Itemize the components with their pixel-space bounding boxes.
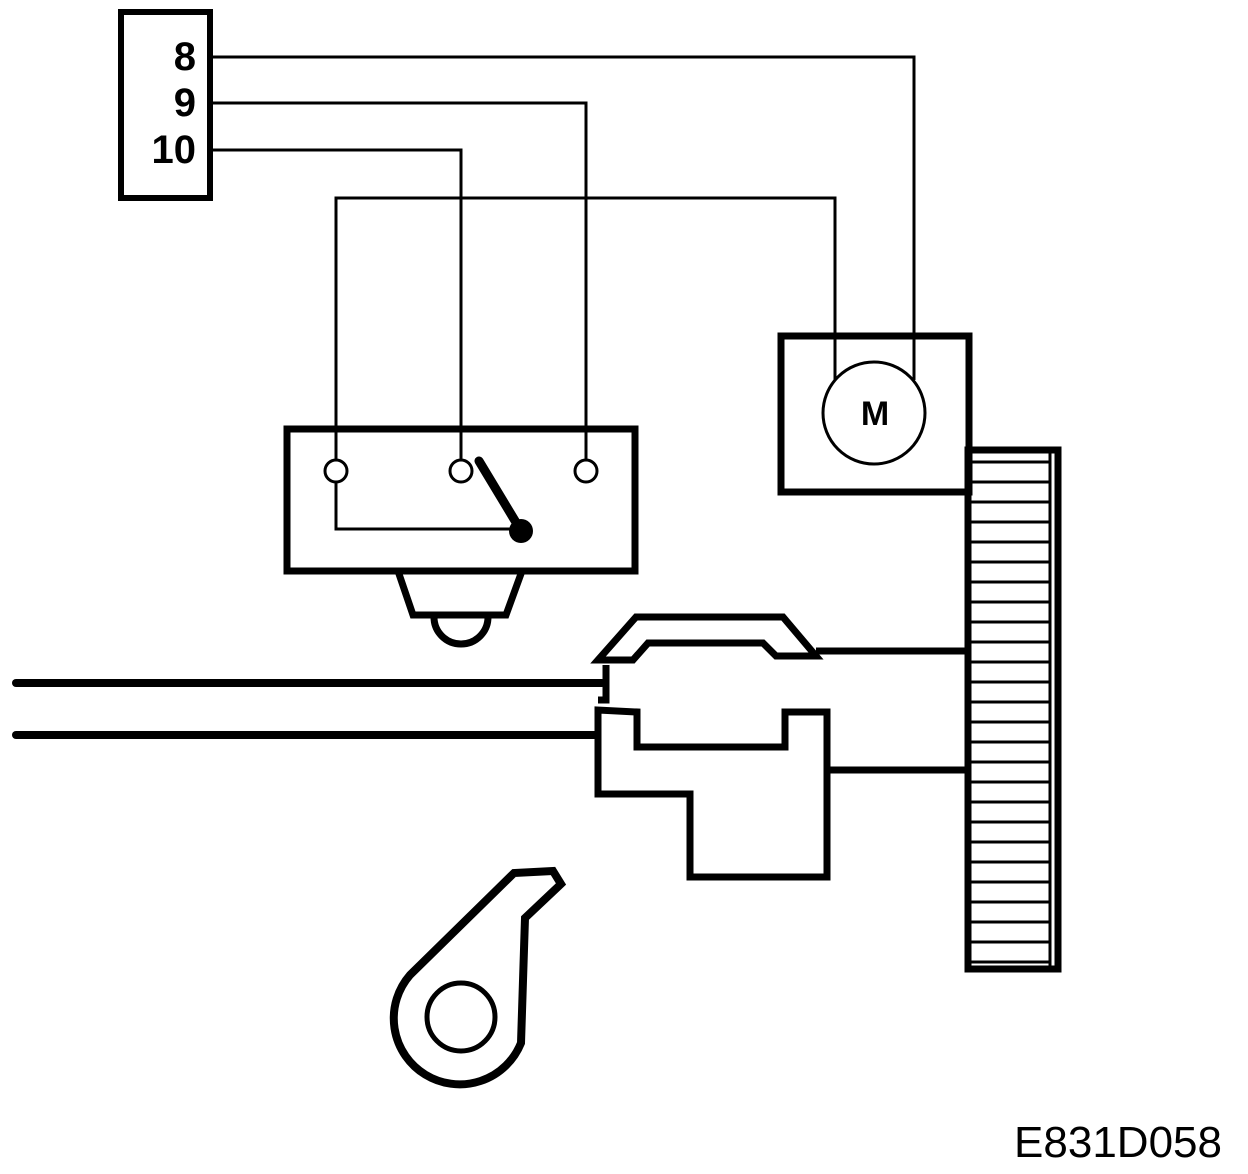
motor: M <box>777 332 973 496</box>
wire-switch-contact-left-to-motor <box>334 196 837 462</box>
micro-switch <box>283 425 639 648</box>
connector-pin-8-label: 8 <box>174 35 196 79</box>
wire-pin-10-to-switch-contact-middle <box>212 148 463 462</box>
connector: 8 9 10 <box>118 9 213 201</box>
figure-id: E831D058 <box>1014 1118 1222 1167</box>
connector-housing <box>118 9 213 201</box>
cam-lever <box>389 866 567 1089</box>
switch-plunger <box>393 567 527 619</box>
switch-contact-middle <box>448 458 474 484</box>
motor-label: M <box>861 395 889 433</box>
cam-lever-hub <box>424 980 498 1054</box>
switch-lever-pivot <box>509 519 533 543</box>
carriage-cam-top-outer <box>590 613 824 664</box>
wire-pin-8-to-motor <box>212 55 916 372</box>
motor-symbol-circle <box>821 360 927 466</box>
switch-roller <box>430 616 492 648</box>
carriage-mechanism <box>12 613 969 881</box>
cam-lever-outline <box>389 866 567 1089</box>
connector-pin-10-label: 10 <box>152 128 197 172</box>
wire-pin-9-to-switch-contact-right <box>212 101 588 462</box>
switch-lever-arm <box>474 456 525 534</box>
carriage-body-upper <box>598 665 610 704</box>
switch-contact-left <box>323 458 349 484</box>
carriage-body-lower <box>594 706 831 881</box>
switch-contact-right <box>573 458 599 484</box>
gear-rack-teeth <box>968 460 1050 964</box>
gear-rack-outline <box>964 446 1062 973</box>
gear-rack <box>964 446 1062 973</box>
connector-pin-9-label: 9 <box>174 81 196 125</box>
motor-housing <box>777 332 973 496</box>
wiring <box>212 55 916 462</box>
switch-common-wire <box>334 482 520 531</box>
